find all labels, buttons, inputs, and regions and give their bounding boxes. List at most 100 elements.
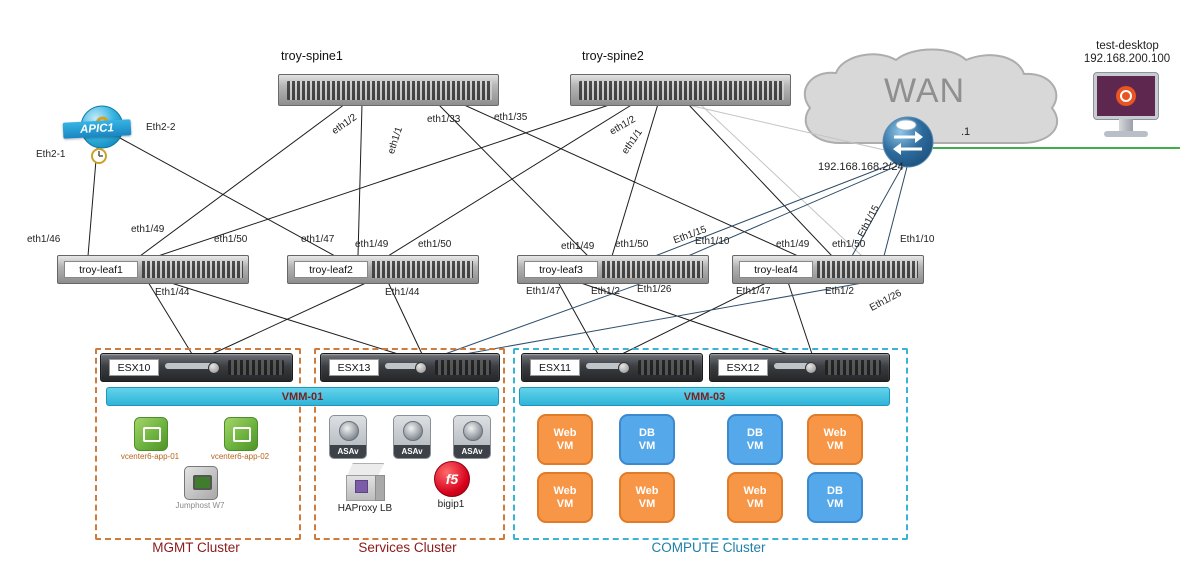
desktop-ip-label: 192.168.200.100 [1083, 53, 1171, 65]
vcenter2-label: vcenter6-app-02 [210, 452, 270, 461]
vm-box: Web VM [537, 472, 593, 523]
vcenter1-label: vcenter6-app-01 [120, 452, 180, 461]
vcenter-icon [224, 417, 258, 451]
router-interface-label: .1 [961, 126, 971, 138]
link-leaf2-esx13 [387, 281, 423, 355]
vm-box: Web VM [537, 414, 593, 465]
port-label: Eth1/47 [526, 286, 561, 297]
link-spine2-leaf4-alt [699, 103, 863, 257]
port-label: Eth1/47 [736, 286, 771, 297]
link-spine1-leaf1 [139, 103, 346, 257]
link-spine2-leaf4 [687, 103, 833, 257]
port-label: eth1/35 [494, 112, 528, 123]
port-label: eth1/50 [832, 239, 866, 250]
vm-box: Web VM [619, 472, 675, 523]
esx12-label: ESX12 [718, 359, 768, 376]
port-label: eth1/33 [427, 114, 461, 125]
spine-leaf-links [139, 103, 833, 257]
power-button-icon [415, 362, 427, 374]
leaf1-ports [142, 261, 243, 278]
leaf2-ports [372, 261, 473, 278]
vcenter-icon [134, 417, 168, 451]
esx13-server: ESX13 [320, 353, 500, 382]
link-router-leaf4-b [883, 166, 908, 257]
port-label: Eth1/10 [900, 234, 935, 245]
port-label: eth1/50 [418, 239, 452, 250]
haproxy-label: HAProxy LB [337, 503, 393, 514]
router-ip-label: 192.168.168.2/24 [818, 161, 904, 173]
asav-label: ASAv [454, 445, 490, 458]
esx12-server: ESX12 [709, 353, 890, 382]
desktop-name-label: test-desktop [1096, 40, 1159, 52]
port-label: eth1/49 [131, 224, 165, 235]
leaf-host-links [147, 281, 813, 355]
port-label: eth1/49 [561, 241, 595, 252]
link-leaf2-esx10 [211, 281, 369, 355]
monitor-screen [1097, 76, 1155, 116]
leaf4-label: troy-leaf4 [739, 261, 813, 278]
esx10-server: ESX10 [100, 353, 293, 382]
spine2-ports [579, 81, 784, 100]
leaf-services-links [444, 281, 869, 355]
link-spine2-leaf1 [157, 103, 613, 257]
esx11-label: ESX11 [530, 359, 580, 376]
vmm01-bar: VMM-01 [106, 387, 499, 406]
spine1-title: troy-spine1 [281, 49, 343, 63]
haproxy-icon [344, 463, 385, 501]
wan-router-icon [882, 116, 934, 168]
link-leaf1-esx10 [147, 281, 193, 355]
mgmt-cluster-label: MGMT Cluster [152, 540, 240, 555]
services-cluster-label: Services Cluster [358, 540, 457, 555]
esx13-label: ESX13 [329, 359, 379, 376]
leaf3-switch: troy-leaf3 [517, 255, 709, 284]
leaf1-switch: troy-leaf1 [57, 255, 249, 284]
bigip-label: bigip1 [437, 499, 465, 510]
vm-box: DB VM [619, 414, 675, 465]
faint-links [683, 103, 894, 257]
asav-appliance-icon: ASAv [329, 415, 367, 459]
port-label: Eth1/2 [591, 286, 620, 297]
jumphost-icon [184, 466, 218, 500]
link-leaf4-esx11 [621, 281, 769, 355]
port-label: Eth1/2 [825, 286, 854, 297]
monitor-stand-base [1104, 131, 1148, 137]
port-label: eth1/50 [214, 234, 248, 245]
spine1-switch [278, 74, 499, 106]
asav-appliance-icon: ASAv [453, 415, 491, 459]
asav-label: ASAv [330, 445, 366, 458]
port-label: Eth1/26 [637, 284, 672, 295]
link-router-leaf3-a [654, 163, 893, 257]
port-label: Eth1/44 [385, 287, 420, 298]
vm-box: Web VM [807, 414, 863, 465]
port-label: Eth2-2 [146, 122, 176, 133]
esx10-label: ESX10 [109, 359, 159, 376]
link-spine1-leaf3 [437, 103, 589, 257]
power-button-icon [208, 362, 220, 374]
leaf3-label: troy-leaf3 [524, 261, 598, 278]
link-leaf4-esx12 [787, 281, 813, 355]
port-label: eth1/46 [27, 234, 61, 245]
compute-cluster-label: COMPUTE Cluster [651, 540, 766, 555]
power-button-icon [805, 362, 817, 374]
link-router-leaf4-a [851, 166, 903, 257]
leaf1-label: troy-leaf1 [64, 261, 138, 278]
router-leaf-links [654, 163, 908, 257]
link-spine2-router [683, 103, 894, 153]
link-leaf3-esx13 [444, 281, 646, 355]
port-label: eth1/49 [776, 239, 810, 250]
vm-box: DB VM [807, 472, 863, 523]
port-label: eth1/47 [301, 234, 335, 245]
vm-box: Web VM [727, 472, 783, 523]
link-apic-leaf2 [119, 137, 336, 257]
vmm03-bar: VMM-03 [519, 387, 890, 406]
link-spine2-leaf2 [387, 103, 634, 257]
leaf3-ports [602, 261, 703, 278]
compute-cluster-box [513, 348, 908, 540]
link-leaf1-esx13 [167, 281, 399, 355]
port-label: eth1/50 [615, 239, 649, 250]
leaf4-ports [817, 261, 918, 278]
spine1-ports [287, 81, 492, 100]
link-leaf4-esx13 [464, 281, 869, 355]
